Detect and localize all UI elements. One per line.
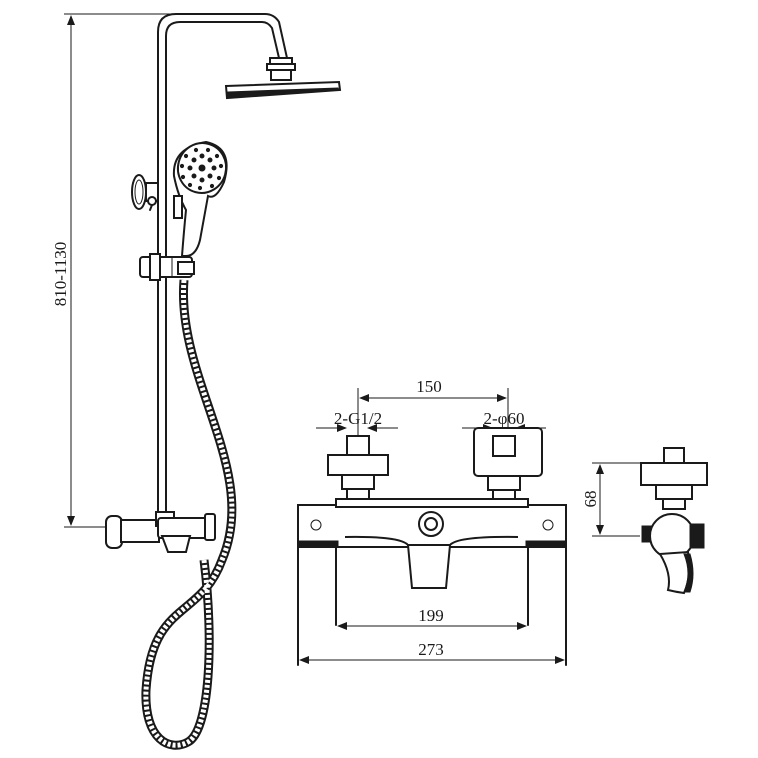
escutcheon-diameter-callout: 2-φ60: [462, 409, 546, 432]
inlet-spacing-label: 150: [416, 377, 442, 396]
valve-body: [297, 498, 567, 666]
sliding-holder: [139, 253, 195, 281]
hand-shower: [172, 140, 228, 257]
left-inlet-connector: [327, 435, 389, 500]
wall-bracket: [131, 174, 159, 211]
body-total-length-label: 273: [418, 640, 444, 659]
side-inlet-connector: [640, 447, 708, 510]
wall-depth-label: 68: [581, 491, 600, 508]
valve-front-view: 150 2-G1/2 2-φ60: [297, 377, 567, 666]
valve-side-view: 68: [581, 447, 708, 595]
shower-hose: [141, 279, 237, 750]
height-range-label: 810-1130: [51, 242, 70, 307]
inlet-thread-callout: 2-G1/2: [316, 409, 398, 432]
escutcheon-diameter-label: 2-φ60: [484, 409, 525, 428]
body-center-length-dimension: 199: [337, 606, 527, 630]
riser-pipe: [157, 13, 288, 516]
body-total-length-dimension: 273: [299, 640, 565, 664]
height-dimension: 810-1130: [51, 13, 176, 528]
shower-column-elevation: 810-1130: [51, 13, 342, 750]
rain-shower-head: [224, 57, 342, 100]
inlet-thread-label: 2-G1/2: [334, 409, 382, 428]
mixer-valve: [105, 511, 216, 553]
spray-nozzles: [179, 147, 224, 191]
side-valve-body: [641, 513, 705, 595]
right-inlet-connector: [473, 427, 543, 501]
body-center-length-label: 199: [418, 606, 444, 625]
